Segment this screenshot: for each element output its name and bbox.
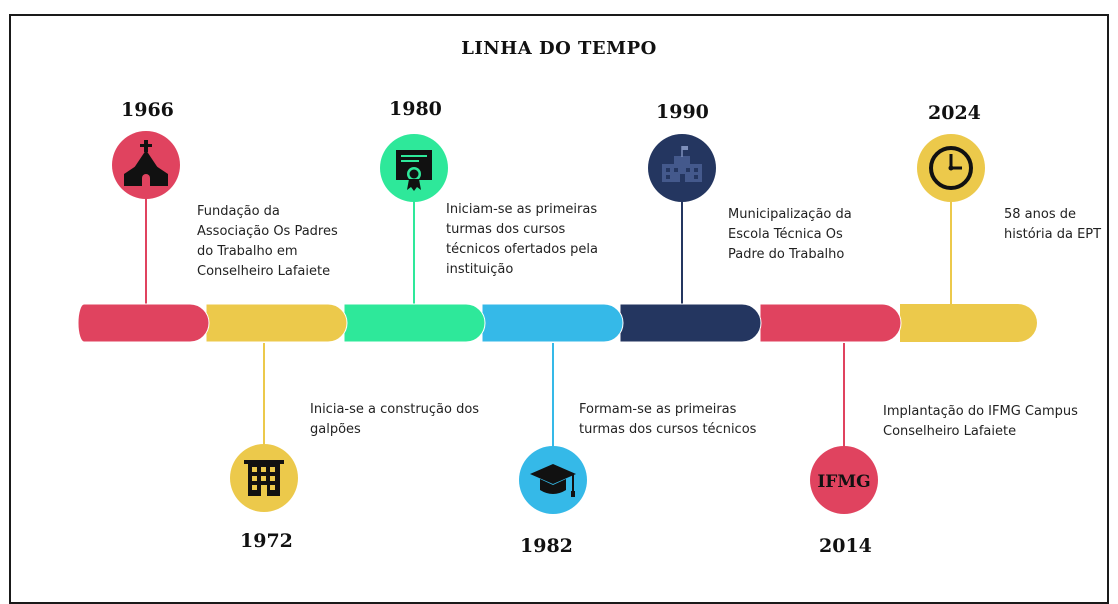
timeline-segment-1966 (77, 303, 210, 343)
year-1990: 1990 (656, 101, 709, 123)
description-2024: 58 anos de história da EPT (1004, 205, 1101, 245)
description-line: galpões (310, 422, 361, 437)
description-1972: Inicia-se a construção dos galpões (310, 400, 479, 440)
description-line: Conselheiro Lafaiete (883, 424, 1017, 439)
description-line: 58 anos de (1004, 207, 1076, 222)
description-line: instituição (446, 262, 514, 277)
timeline-segment-2014 (759, 303, 902, 343)
timeline-segment-1990 (619, 303, 762, 343)
description-line: Implantação do IFMG Campus (883, 404, 1078, 419)
timeline-segment-1972 (205, 303, 348, 343)
description-1990: Municipalização da Escola Técnica Os Pad… (728, 205, 852, 265)
year-1982: 1982 (520, 535, 573, 557)
timeline-segment-1980 (343, 303, 486, 343)
description-line: Padre do Trabalho (728, 247, 845, 262)
year-1980: 1980 (389, 98, 442, 120)
certificate-icon (380, 134, 448, 202)
description-line: do Trabalho em (197, 244, 298, 259)
year-2014: 2014 (819, 535, 872, 557)
description-2014: Implantação do IFMG Campus Conselheiro L… (883, 402, 1078, 442)
clock-icon (917, 134, 985, 202)
description-line: Inicia-se a construção dos (310, 402, 480, 417)
description-line: Iniciam-se as primeiras (446, 202, 598, 217)
description-line: Escola Técnica Os (728, 227, 843, 242)
description-line: história da EPT (1004, 227, 1102, 242)
description-1980: Iniciam-se as primeiras turmas dos curso… (446, 200, 598, 280)
building-icon (230, 444, 298, 512)
description-line: Associação Os Padres (197, 224, 338, 239)
description-1982: Formam-se as primeiras turmas dos cursos… (579, 400, 756, 440)
description-line: Municipalização da (728, 207, 852, 222)
year-2024: 2024 (928, 102, 981, 124)
year-1972: 1972 (240, 530, 293, 552)
description-line: Conselheiro Lafaiete (197, 264, 331, 279)
description-line: turmas dos cursos técnicos (579, 422, 757, 437)
description-line: turmas dos cursos (446, 222, 566, 237)
description-1966: Fundação da Associação Os Padres do Trab… (197, 202, 338, 282)
church-icon (112, 131, 180, 199)
description-line: Formam-se as primeiras (579, 402, 737, 417)
description-line: técnicos ofertados pela (446, 242, 598, 257)
timeline-segment-2024 (900, 304, 1037, 342)
year-1966: 1966 (121, 99, 174, 121)
school-building-icon (648, 134, 716, 202)
description-line: Fundação da (197, 204, 280, 219)
ifmg-logo-icon: IFMG (810, 446, 878, 514)
svg-text:IFMG: IFMG (817, 472, 870, 492)
timeline-segment-1982 (481, 303, 624, 343)
graduation-cap-icon (519, 446, 587, 514)
page-title: LINHA DO TEMPO (461, 38, 657, 59)
